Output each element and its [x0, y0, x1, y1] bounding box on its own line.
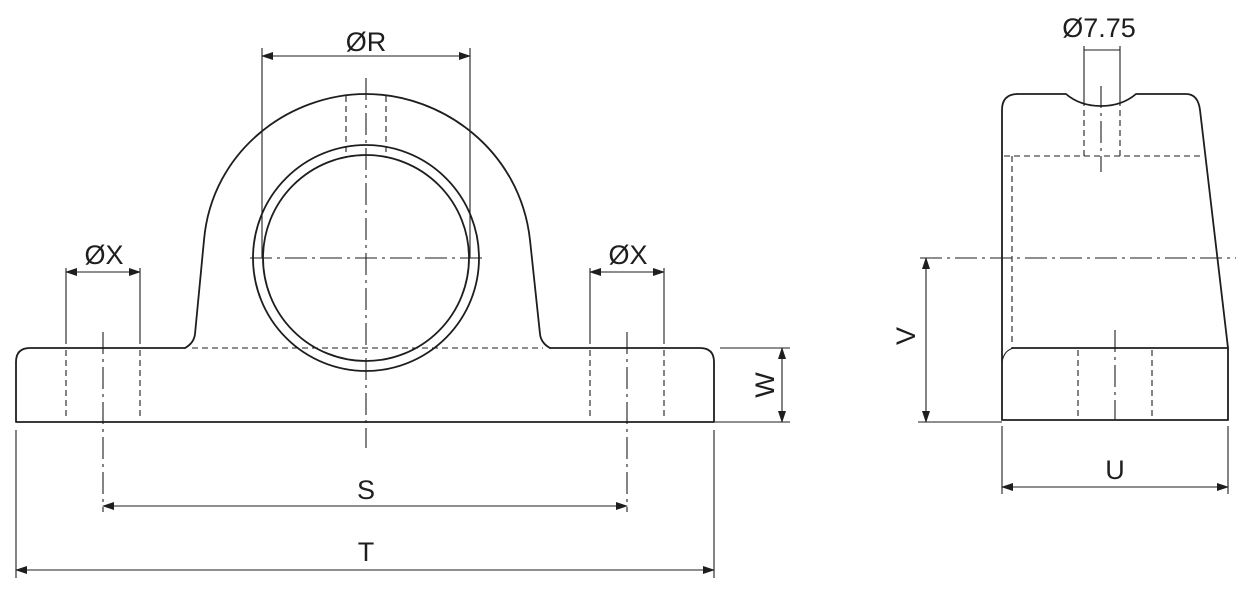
- dim-label-center-height: V: [891, 327, 921, 345]
- dim-label-bolt-hole-right: ØX: [608, 240, 647, 270]
- base-outline: [15, 347, 715, 423]
- dim-label-grease-hole: Ø7.75: [1062, 13, 1136, 43]
- front-view: ØR ØX ØX W S T: [15, 27, 790, 578]
- dim-label-total-length: T: [358, 537, 375, 567]
- dim-label-bore-diameter: ØR: [346, 27, 387, 57]
- dim-label-base-width: U: [1105, 455, 1125, 485]
- side-view: Ø7.75 V U: [891, 13, 1236, 494]
- housing-outline: [184, 93, 551, 349]
- dim-label-bolt-spacing: S: [357, 475, 375, 505]
- dim-label-bolt-hole-left: ØX: [84, 240, 123, 270]
- dim-label-base-height: W: [750, 372, 780, 398]
- side-base-fillet: [1001, 347, 1015, 363]
